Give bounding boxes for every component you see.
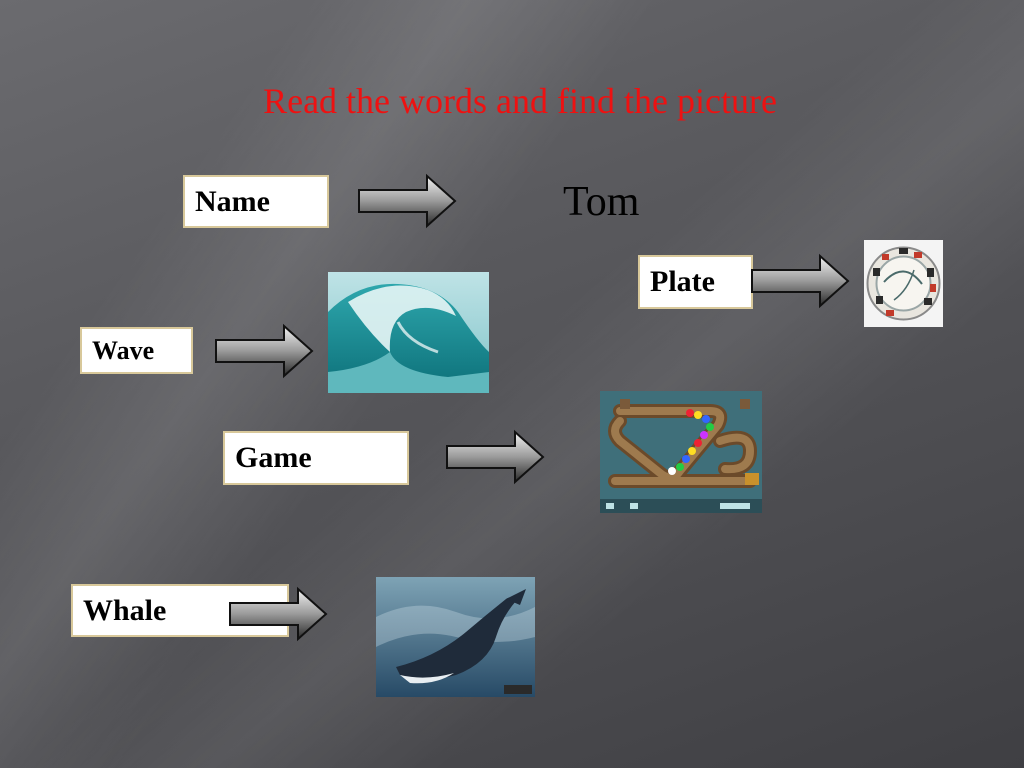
marble-game-image [600,391,762,513]
wave-image [328,272,489,393]
word-box-wave: Wave [80,327,193,374]
arrow-right-icon [358,173,457,229]
word-label-whale: Whale [83,593,167,627]
plate-image [864,240,943,327]
word-label-wave: Wave [92,335,155,365]
word-box-name: Name [183,175,329,228]
word-label-plate: Plate [650,265,715,298]
arrow-right-icon [751,253,850,309]
word-box-plate: Plate [638,255,753,309]
word-box-game: Game [223,431,409,485]
arrow-right-icon [229,586,328,642]
whale-image [376,577,535,697]
arrow-right-icon [215,323,314,379]
slide-title: Read the words and find the picture [263,81,777,121]
word-label-name: Name [195,184,270,218]
word-label-game: Game [235,441,312,474]
answer-word-tom: Tom [563,179,640,225]
arrow-right-icon [446,429,545,485]
